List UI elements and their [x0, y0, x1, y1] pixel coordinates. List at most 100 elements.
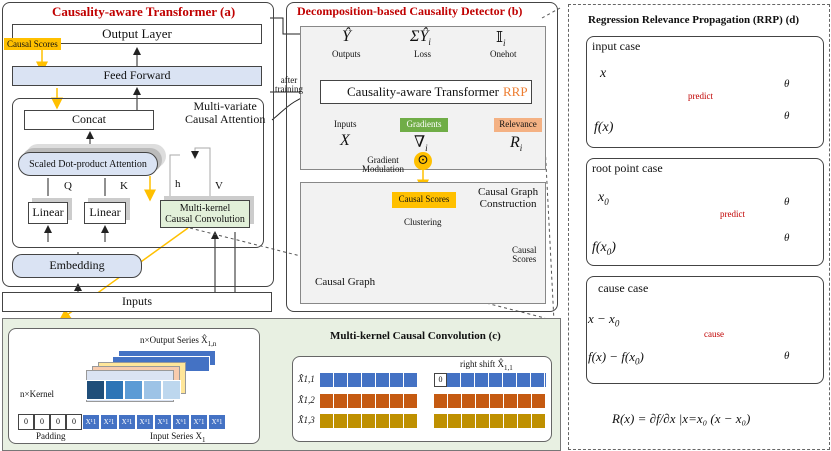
- shifted-row-2: [434, 394, 546, 408]
- fx-minus-sub: 0: [635, 356, 640, 367]
- fx0-close: ): [611, 240, 616, 255]
- shift-row-2: [320, 394, 418, 408]
- theta-1: θ: [784, 78, 790, 90]
- clustering-label: Clustering: [404, 217, 442, 227]
- fx-label: f(x): [594, 120, 614, 135]
- rrp-label: RRP: [503, 83, 528, 99]
- output-series-label: n×Output Series X̂1,n: [140, 335, 216, 348]
- mkcc-line-2: Causal Convolution: [165, 214, 245, 225]
- row-label-1: X̂1,1: [298, 374, 315, 384]
- right-shift-sub: 1,1: [504, 363, 513, 372]
- sum-y: ΣŶi: [410, 28, 431, 48]
- x0-sub: 0: [604, 196, 609, 207]
- linear-q-box: Linear: [28, 202, 68, 224]
- input-cell: X⁶1: [172, 414, 190, 430]
- panel-d: [568, 4, 830, 450]
- panel-c-title: Multi-kernel Causal Convolution (c): [330, 330, 501, 342]
- input-case-box: [586, 36, 824, 148]
- outputs-label: Outputs: [332, 49, 361, 59]
- mvca-title-line-1: Multi-variate: [193, 99, 257, 113]
- shifted-row-1: 0: [434, 373, 546, 387]
- cat-label: Causality-aware Transformer: [347, 83, 499, 99]
- h-label: h: [175, 178, 181, 190]
- pad-cell: 0: [50, 414, 66, 430]
- sum-y-sub: i: [428, 37, 431, 48]
- relevance-box: Relevance: [494, 118, 542, 132]
- root-case-label: root point case: [592, 161, 663, 175]
- input-series-sub: 1: [202, 435, 206, 444]
- mkcc-line-1: Multi-kernel: [179, 203, 231, 214]
- input-cell: X²1: [100, 414, 118, 430]
- kernel-cells: [86, 380, 181, 400]
- cause-case-label: cause case: [598, 281, 649, 295]
- theta-4: θ: [784, 232, 790, 244]
- x-minus-x0-label: x − x0: [588, 311, 620, 329]
- theta-3: θ: [784, 196, 790, 208]
- theta-5: θ: [784, 350, 790, 362]
- predict-label-2: predict: [720, 209, 745, 219]
- input-cell: X¹1: [82, 414, 100, 430]
- mvca-title: Multi-variate Causal Attention: [185, 99, 266, 127]
- cause-label: cause: [704, 329, 724, 339]
- scores-axis-line-1: Causal: [512, 245, 537, 255]
- loss-label: Loss: [414, 49, 432, 59]
- scores-axis-label: Causal Scores: [512, 245, 537, 265]
- fx-minus-text: f(x) − f(x: [588, 349, 636, 364]
- pad-cell: 0: [34, 414, 50, 430]
- nabla-text: ∇: [414, 134, 426, 151]
- input-series-label: Input Series X1: [150, 431, 206, 444]
- onehot-sym-text: 𝕀: [496, 30, 504, 46]
- cause-case-box: [586, 276, 824, 384]
- q-label: Q: [64, 180, 72, 192]
- right-shift-label: right shift X̂1,1: [460, 359, 513, 372]
- y-hat: Ŷ: [342, 28, 351, 45]
- nabla-symbol: ∇i: [414, 134, 428, 154]
- cgc-line-2: Construction: [479, 198, 537, 211]
- k-label: K: [120, 180, 128, 192]
- row-label-2: X̂1,2: [298, 395, 315, 405]
- linear-k-box: Linear: [84, 202, 126, 224]
- cg-construction-title: Causal Graph Construction: [478, 186, 538, 210]
- onehot-symbol: 𝕀i: [496, 30, 506, 49]
- shift-row-3: [320, 414, 418, 428]
- shift-zero-cell: 0: [434, 373, 447, 387]
- grad-mod-line-1: Gradient: [367, 155, 399, 165]
- causal-scores-box: Causal Scores: [392, 192, 456, 208]
- root-case-box: [586, 158, 824, 266]
- input-cell: X⁵1: [154, 414, 172, 430]
- x-minus-x0-sub: 0: [614, 318, 620, 329]
- theta-2: θ: [784, 110, 790, 122]
- input-row: 0 0 0 0 X¹1 X²1 X³1 X⁴1 X⁵1 X⁶1 X⁷1 X⁸1: [18, 414, 226, 430]
- pad-cell: 0: [18, 414, 34, 430]
- cgc-line-1: Causal Graph: [478, 186, 539, 198]
- input-cell: X⁷1: [190, 414, 208, 430]
- after-training-line-2: training: [275, 84, 303, 95]
- input-cell: X³1: [118, 414, 136, 430]
- odot-symbol: ⊙: [414, 152, 432, 170]
- inputs-box: Inputs: [2, 292, 272, 312]
- input-series-text: Input Series X: [150, 431, 202, 441]
- r-text: R: [510, 134, 520, 151]
- grad-mod-line-2: Modulation: [362, 164, 404, 175]
- cat-box: Causality-aware Transformer RRP: [320, 80, 532, 104]
- sum-y-text: ΣŶ: [410, 28, 429, 45]
- right-shift-text: right shift X̂: [460, 359, 504, 369]
- panel-b: [286, 2, 558, 312]
- mvca-title-line-2: Causal Attention: [185, 112, 266, 127]
- shifted-row-3: [434, 414, 546, 428]
- onehot-sym-sub: i: [503, 38, 506, 48]
- feed-forward-box: Feed Forward: [12, 66, 262, 86]
- input-cell: X⁴1: [136, 414, 154, 430]
- nabla-sub: i: [425, 143, 428, 154]
- mkcc-box: Multi-kernel Causal Convolution: [160, 200, 250, 228]
- mvca-panel: [12, 98, 264, 248]
- sdpa-box: Scaled Dot-product Attention: [18, 152, 158, 176]
- panel-d-title: Regression Relevance Propagation (RRP) (…: [588, 14, 800, 26]
- r-sub: i: [519, 143, 523, 154]
- pad-cell: 0: [66, 414, 82, 430]
- fx0-text: f(x: [592, 240, 607, 255]
- panel-a-title: Causality-aware Transformer (a): [52, 4, 236, 19]
- causal-graph-label: Causal Graph: [315, 276, 376, 288]
- panel-a: [2, 2, 274, 287]
- x0-text: x: [598, 190, 605, 205]
